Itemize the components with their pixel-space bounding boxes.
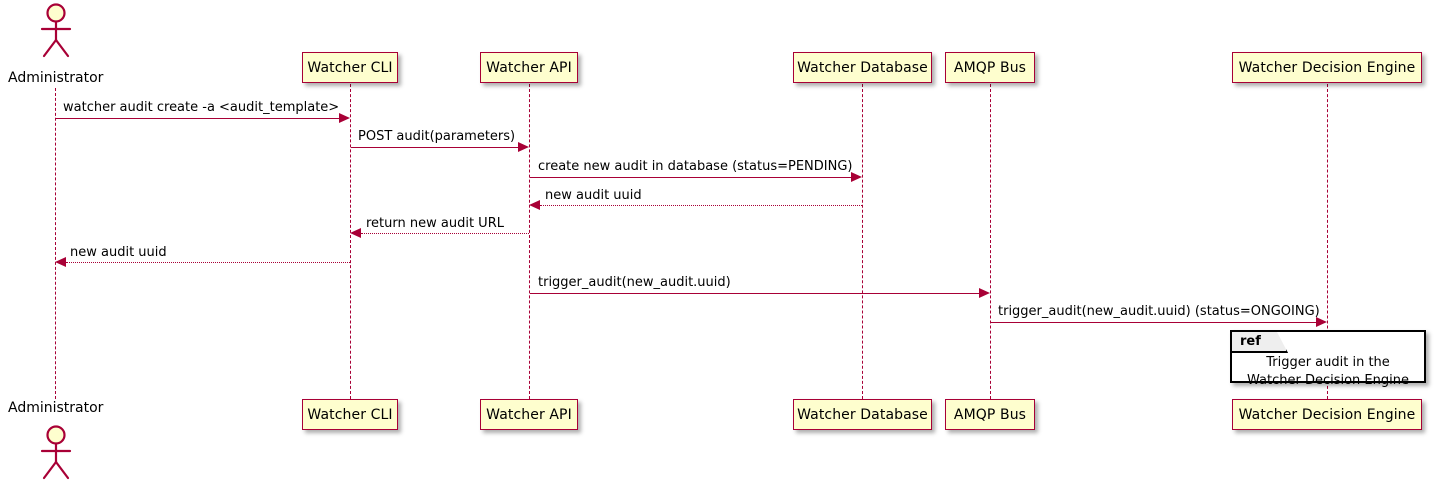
participant-watcher-api-bottom[interactable]: Watcher API <box>480 399 578 430</box>
ref-fragment-body: Trigger audit in the Watcher Decision En… <box>1232 354 1424 389</box>
participant-label: Watcher Decision Engine <box>1238 59 1416 76</box>
message-arrowhead-7 <box>979 288 990 298</box>
lifeline-amqp-bus <box>990 84 991 399</box>
ref-fragment-tab-label: ref <box>1240 334 1261 349</box>
message-arrowhead-5 <box>350 228 361 238</box>
ref-fragment-line-2: Watcher Decision Engine <box>1247 372 1409 388</box>
lifeline-watcher-decision-engine <box>1327 84 1328 399</box>
participant-label: Watcher API <box>486 406 572 423</box>
participant-watcher-cli-top[interactable]: Watcher CLI <box>302 52 398 83</box>
participant-label: Watcher API <box>486 59 572 76</box>
participant-amqp-bus-bottom[interactable]: AMQP Bus <box>945 399 1035 430</box>
participant-watcher-database-bottom[interactable]: Watcher Database <box>793 399 932 430</box>
participant-amqp-bus-top[interactable]: AMQP Bus <box>945 52 1035 83</box>
message-line-8 <box>991 322 1317 323</box>
message-label-7: trigger_audit(new_audit.uuid) <box>538 275 731 290</box>
participant-label: Watcher CLI <box>307 406 393 423</box>
participant-label: AMQP Bus <box>953 406 1027 423</box>
ref-fragment-line-1: Trigger audit in the <box>1266 355 1390 370</box>
message-arrowhead-8 <box>1316 317 1327 327</box>
message-label-2: POST audit(parameters) <box>358 129 516 144</box>
actor-icon <box>40 425 72 480</box>
message-label-8: trigger_audit(new_audit.uuid) (status=ON… <box>998 304 1320 319</box>
lifeline-administrator <box>55 88 56 399</box>
message-arrowhead-1 <box>339 113 350 123</box>
message-line-6 <box>66 262 350 263</box>
participant-label: Watcher Decision Engine <box>1238 406 1416 423</box>
lifeline-watcher-database <box>862 84 863 399</box>
ref-fragment: ref Trigger audit in the Watcher Decisio… <box>1230 330 1426 388</box>
actor-label-administrator-top: Administrator <box>8 70 104 86</box>
message-label-4: new audit uuid <box>545 188 642 203</box>
message-label-1: watcher audit create -a <audit_template> <box>63 100 340 115</box>
participant-watcher-decision-engine-top[interactable]: Watcher Decision Engine <box>1232 52 1422 83</box>
actor-administrator-top <box>30 2 82 58</box>
message-line-3 <box>530 177 852 178</box>
message-line-1 <box>56 118 340 119</box>
actor-label-administrator-bottom: Administrator <box>8 400 104 416</box>
message-line-5 <box>361 233 529 234</box>
participant-watcher-database-top[interactable]: Watcher Database <box>793 52 932 83</box>
message-label-6: new audit uuid <box>70 245 167 260</box>
message-label-3: create new audit in database (status=PEN… <box>538 159 853 174</box>
message-arrowhead-3 <box>851 172 862 182</box>
participant-label: Watcher Database <box>797 406 928 423</box>
actor-administrator-bottom <box>30 424 82 480</box>
message-line-7 <box>530 293 980 294</box>
participant-watcher-api-top[interactable]: Watcher API <box>480 52 578 83</box>
message-line-2 <box>351 147 519 148</box>
actor-icon <box>40 3 72 58</box>
message-arrowhead-4 <box>529 200 540 210</box>
participant-watcher-decision-engine-bottom[interactable]: Watcher Decision Engine <box>1232 399 1422 430</box>
lifeline-watcher-api <box>529 84 530 399</box>
ref-fragment-tab: ref <box>1232 332 1288 353</box>
lifeline-watcher-cli <box>350 84 351 399</box>
message-arrowhead-2 <box>518 142 529 152</box>
participant-label: Watcher Database <box>797 59 928 76</box>
participant-label: AMQP Bus <box>953 59 1027 76</box>
participant-watcher-cli-bottom[interactable]: Watcher CLI <box>302 399 398 430</box>
message-arrowhead-6 <box>55 257 66 267</box>
participant-label: Watcher CLI <box>307 59 393 76</box>
message-label-5: return new audit URL <box>366 216 504 231</box>
message-line-4 <box>540 205 862 206</box>
